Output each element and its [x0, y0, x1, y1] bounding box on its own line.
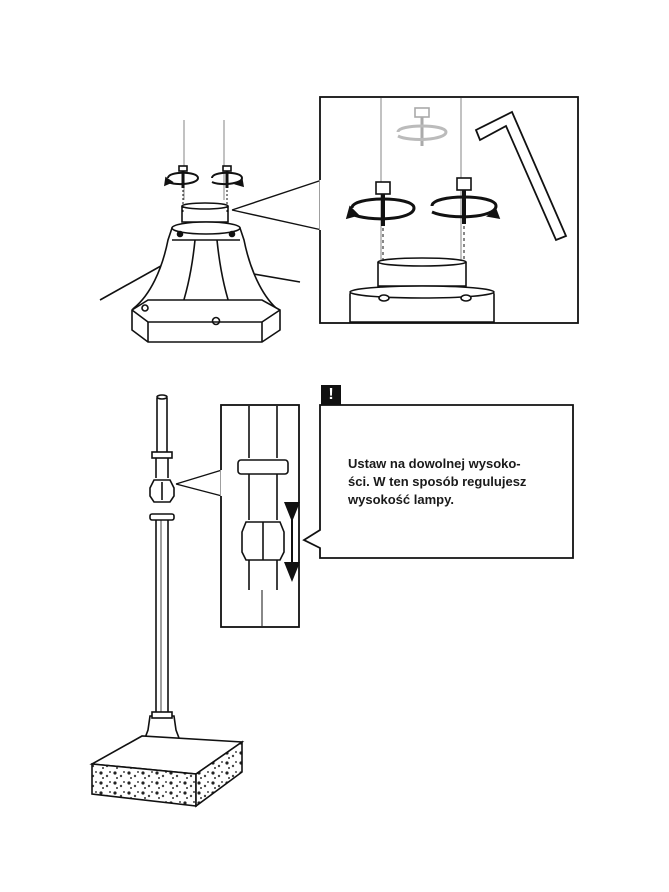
detail-box-screws: [319, 96, 579, 324]
detail-screw-left: [345, 181, 416, 262]
screw-right: [211, 165, 244, 212]
warning-text: Ustaw na dowolnej wysoko- ści. W ten spo…: [348, 455, 568, 509]
lamp-base-assembly: [99, 120, 323, 343]
screw-left: [164, 165, 200, 212]
warning-line-3: wysokość lampy.: [348, 492, 454, 507]
lamp-full-assembly: [89, 394, 245, 808]
ground-line: [99, 261, 169, 301]
base-plinth: [131, 299, 281, 343]
warning-line-1: Ustaw na dowolnej wysoko-: [348, 456, 521, 471]
warning-callout: [302, 404, 574, 559]
detail-box-height: [220, 404, 300, 628]
warning-line-2: ści. W ten sposób regulujesz: [348, 474, 527, 489]
allen-key-icon: [474, 110, 568, 242]
detail-screw-right: [430, 177, 501, 262]
warning-icon: !: [321, 385, 341, 405]
